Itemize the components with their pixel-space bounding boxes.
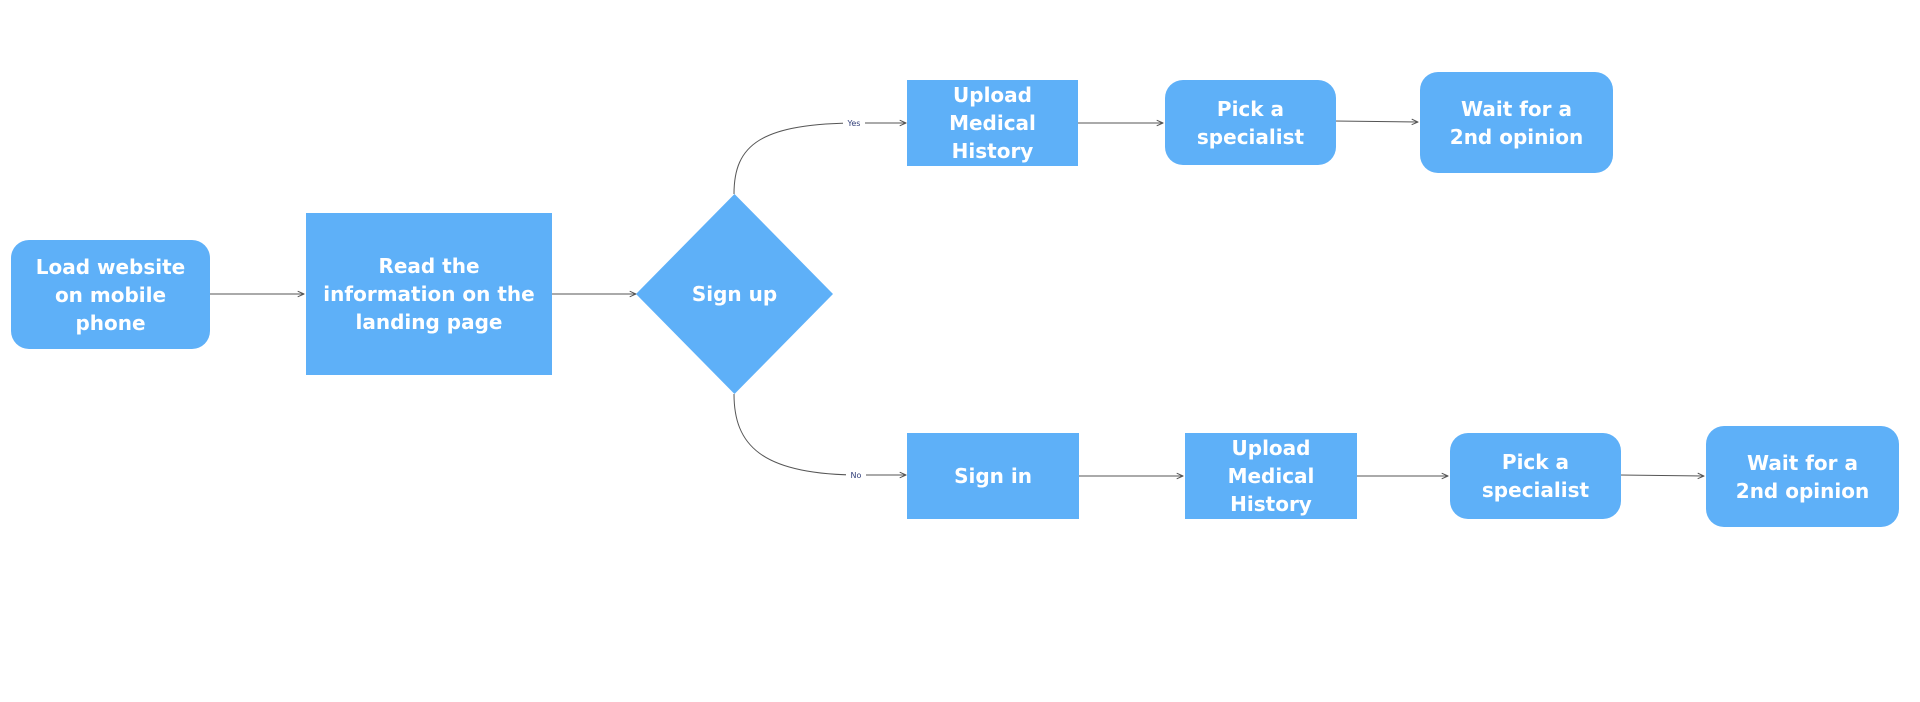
edge-label-bg-yes	[843, 117, 865, 129]
node-pick-specialist-yes-label: Pick a specialist	[1196, 96, 1305, 149]
node-pick-specialist-no-label: Pick a specialist	[1481, 450, 1590, 502]
node-wait-opinion-yes: Wait for a 2nd opinion	[1420, 72, 1613, 173]
arrow-signup-no-branch	[733, 393, 906, 475]
node-read-information: Read the information on the landing page	[306, 213, 552, 375]
edge-label-bg-no	[846, 469, 866, 481]
arrow-signup-yes-branch	[733, 123, 906, 195]
node-wait-opinion-no: Wait for a 2nd opinion	[1706, 426, 1899, 527]
node-wait-opinion-yes-label: Wait for a 2nd opinion	[1449, 96, 1584, 149]
node-load-website: Load website on mobile phone	[11, 240, 210, 349]
node-upload-history-no: Upload Medical History	[1185, 433, 1357, 519]
edge-label-yes: Yes	[847, 119, 861, 128]
node-upload-history-yes-label: Upload Medical History	[949, 83, 1036, 163]
node-pick-specialist-yes: Pick a specialist	[1165, 80, 1336, 165]
node-upload-history-yes: Upload Medical History	[907, 80, 1078, 166]
node-sign-up-decision: Sign up	[636, 194, 833, 394]
decision-diamond-shape	[636, 194, 833, 394]
node-pick-specialist-no: Pick a specialist	[1450, 433, 1621, 519]
edge-label-no: No	[851, 471, 862, 480]
arrow-pick-to-wait-no	[1618, 475, 1704, 476]
node-load-website-label: Load website on mobile phone	[35, 254, 186, 335]
node-sign-in: Sign in	[907, 433, 1079, 519]
node-sign-in-label: Sign in	[954, 464, 1032, 488]
arrow-pick-to-wait-yes	[1333, 121, 1418, 122]
node-sign-up-label: Sign up	[691, 282, 778, 306]
node-wait-opinion-no-label: Wait for a 2nd opinion	[1735, 450, 1870, 503]
node-read-information-label: Read the information on the landing page	[323, 254, 535, 334]
node-upload-history-no-label: Upload Medical History	[1227, 436, 1315, 516]
